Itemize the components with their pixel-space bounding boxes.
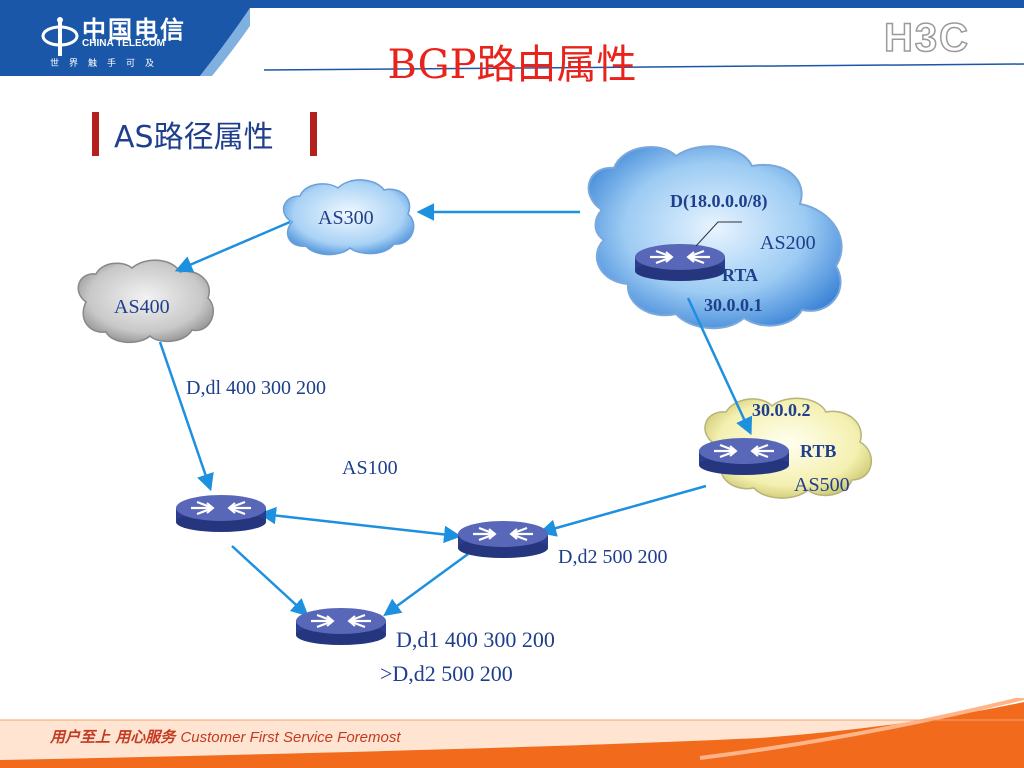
link-rtb-to-router-mid bbox=[538, 484, 707, 537]
rtb-ip-label: 30.0.0.2 bbox=[752, 400, 811, 420]
link-as300-to-as400 bbox=[174, 220, 291, 273]
link-router-left-to-router-bottom bbox=[231, 545, 309, 617]
logo-chinese-name: 中国电信 bbox=[82, 16, 186, 44]
logo-english-name: CHINA TELECOM bbox=[82, 38, 165, 49]
router-as100-mid-icon bbox=[456, 519, 550, 560]
footer-slogan: 用户至上 用心服务 Customer First Service Foremos… bbox=[50, 726, 401, 747]
link-router-left-to-router-mid bbox=[258, 506, 462, 544]
router-as100-left-icon bbox=[174, 493, 268, 534]
as500-label: AS500 bbox=[794, 474, 850, 496]
section-subtitle: AS路径属性 bbox=[114, 120, 274, 155]
rta-route-pointer bbox=[695, 221, 742, 247]
router-as100-bottom-icon bbox=[294, 606, 388, 647]
subtitle-bar-right bbox=[310, 112, 317, 156]
logo-slogan: 世界触手可及 bbox=[50, 59, 165, 69]
cloud-as200 bbox=[587, 145, 843, 330]
router-rta-icon bbox=[633, 242, 727, 283]
result-path-2: >D,d2 500 200 bbox=[380, 661, 513, 686]
result-path-1: D,d1 400 300 200 bbox=[396, 627, 555, 652]
router-rtb-icon bbox=[697, 436, 791, 477]
header-line bbox=[264, 63, 1024, 71]
rtb-name-label: RTB bbox=[800, 441, 837, 461]
rta-route-label: D(18.0.0.0/8) bbox=[670, 191, 768, 211]
header-logo-panel bbox=[0, 8, 250, 76]
link-rta-to-rtb bbox=[686, 297, 753, 436]
cloud-as400 bbox=[77, 259, 214, 344]
cloud-as300 bbox=[282, 179, 415, 256]
path-label-as400: D,dl 400 300 200 bbox=[186, 377, 326, 399]
header-band bbox=[0, 0, 1024, 8]
link-router-mid-to-router-bottom bbox=[383, 552, 469, 617]
h3c-logo: H3C bbox=[883, 15, 971, 61]
path-label-as500: D,d2 500 200 bbox=[558, 546, 668, 568]
subtitle-bar-left bbox=[92, 112, 99, 156]
as300-label: AS300 bbox=[318, 207, 374, 229]
as400-label: AS400 bbox=[114, 296, 170, 318]
as200-label: AS200 bbox=[760, 232, 816, 254]
footer-slogan-en: Customer First Service Foremost bbox=[180, 729, 401, 746]
rta-ip-label: 30.0.0.1 bbox=[704, 295, 763, 315]
page-title: BGP路由属性 bbox=[387, 42, 637, 88]
footer-slogan-cn: 用户至上 用心服务 bbox=[50, 728, 176, 746]
telecom-logo-icon bbox=[41, 17, 79, 56]
footer-swoosh bbox=[0, 698, 1024, 768]
rta-name-label: RTA bbox=[722, 265, 759, 285]
as100-label: AS100 bbox=[342, 457, 398, 479]
link-as400-to-router-left bbox=[158, 341, 214, 492]
